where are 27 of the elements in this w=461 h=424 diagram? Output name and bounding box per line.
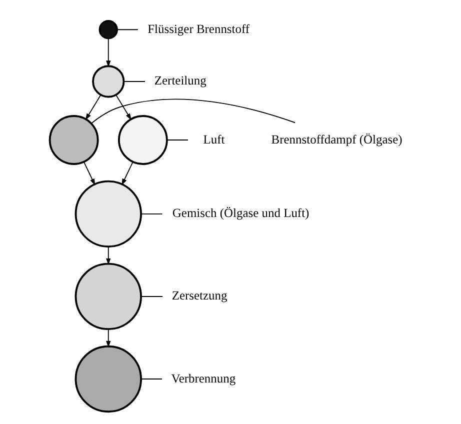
connector xyxy=(90,98,295,124)
connector xyxy=(122,81,146,82)
node-circle xyxy=(48,115,98,165)
node-circle xyxy=(74,262,142,330)
arrow xyxy=(115,94,131,120)
arrow xyxy=(106,246,110,266)
arrow xyxy=(83,162,95,186)
connector xyxy=(140,213,162,214)
node-circle xyxy=(92,65,124,98)
node-circle xyxy=(74,180,142,248)
node-circle xyxy=(74,345,142,413)
connector xyxy=(140,296,163,297)
node-text: Flüssiger Brennstoff xyxy=(147,22,250,36)
node-text: Verbrennung xyxy=(170,371,236,386)
node-circle xyxy=(98,20,118,40)
node-text: Gemisch (Ölgase und Luft) xyxy=(172,206,309,220)
node-text: Zersetzung xyxy=(171,288,227,303)
node-text: Zerteilung xyxy=(154,74,206,88)
node-text: Brennstoffdampf (Ölgase) xyxy=(270,132,402,146)
arrow xyxy=(84,94,101,120)
connector xyxy=(140,378,162,380)
arrow xyxy=(106,328,110,348)
connector xyxy=(116,29,138,30)
node-circle xyxy=(117,115,168,165)
node-text: Luft xyxy=(202,132,224,146)
arrow xyxy=(121,162,133,186)
arrow xyxy=(106,38,110,68)
